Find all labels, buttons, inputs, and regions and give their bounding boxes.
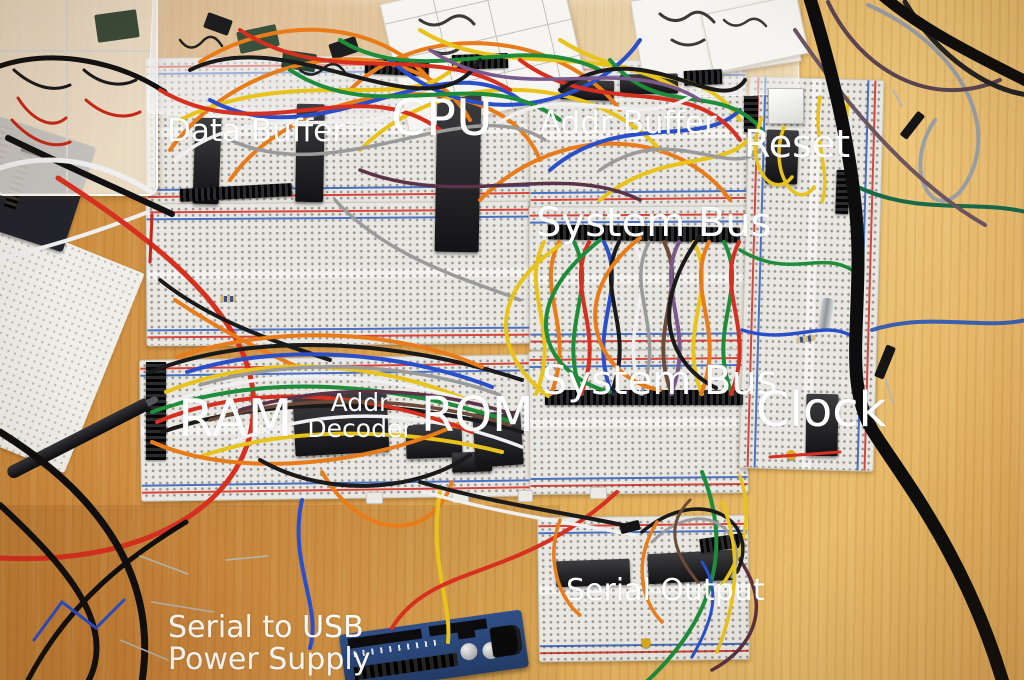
board-tab	[366, 492, 383, 504]
annotation-data-buffer: Data Buffer	[167, 113, 345, 149]
board-tab	[518, 490, 533, 502]
resistor	[220, 296, 236, 302]
annotation-clock: Clock	[756, 382, 887, 438]
system-bus-connector	[545, 390, 743, 405]
annotation-cpu: CPU	[391, 89, 493, 147]
annotation-addr-decoder: Addr Decoder	[298, 388, 422, 444]
box-divider	[66, 0, 68, 194]
annotation-addr-decoder-line1: Addr	[330, 388, 390, 417]
annotation-addr-buffer: Addr Buffer	[540, 105, 717, 141]
annotation-power-supply-line1: Serial to USB	[168, 610, 364, 645]
annotation-ram: RAM	[178, 389, 293, 449]
annotation-power-supply-line2: Power Supply	[168, 642, 371, 678]
annotation-rom: ROM	[421, 387, 534, 443]
annotation-reset: Reset	[744, 122, 851, 166]
annotation-serial-output: Serial Output	[566, 573, 765, 608]
reset-button	[768, 88, 804, 124]
annotation-addr-decoder-line2: Decoder	[307, 414, 413, 444]
annotation-power-supply: Serial to USB Power Supply	[168, 610, 371, 678]
annotation-system-bus-top: System Bus	[536, 200, 772, 246]
annotation-system-bus-bottom: System Bus	[542, 358, 778, 404]
box-divider	[0, 50, 156, 52]
board-tab	[590, 487, 607, 499]
capacitor	[641, 638, 651, 648]
